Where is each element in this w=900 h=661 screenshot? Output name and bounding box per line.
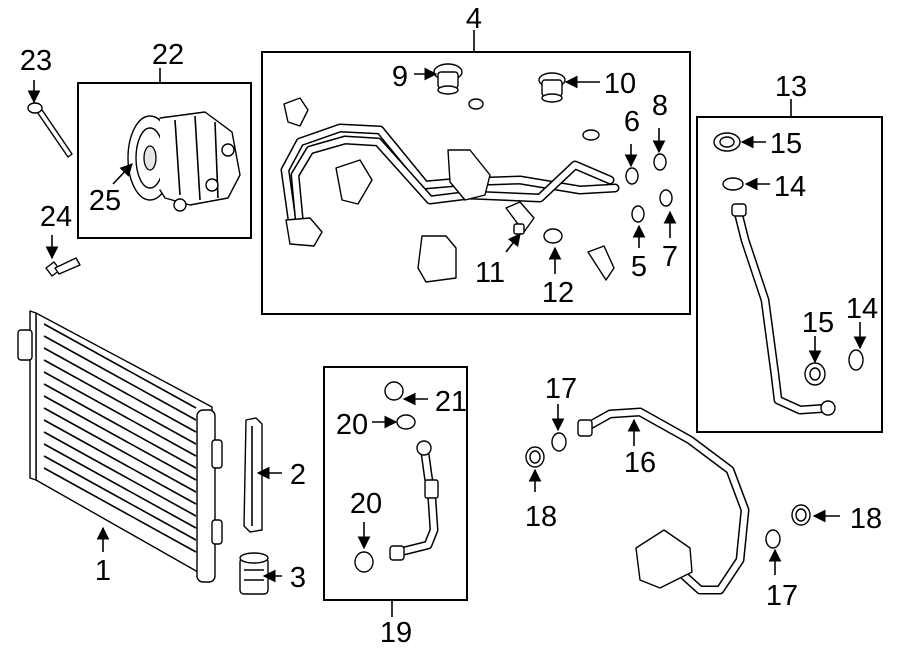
callout-20b: 20 — [350, 488, 382, 520]
box-compressor — [77, 82, 252, 239]
callout-10: 10 — [604, 68, 636, 100]
ac-line-assembly — [280, 97, 620, 283]
callout-15a: 15 — [770, 128, 802, 160]
callout-20a: 20 — [336, 409, 368, 441]
callout-24: 24 — [40, 201, 72, 233]
dryer-cartridge — [239, 552, 269, 595]
callout-15b: 15 — [802, 307, 834, 339]
callout-6: 6 — [624, 106, 640, 138]
pressure-switch-10 — [538, 72, 566, 103]
seal-strip — [243, 417, 263, 533]
box-hose-13 — [696, 116, 883, 433]
callout-7: 7 — [662, 241, 678, 273]
leader-arrows — [27, 67, 867, 583]
callout-18b: 18 — [850, 503, 882, 535]
callout-17b: 17 — [766, 580, 798, 612]
compressor — [127, 111, 241, 212]
bolt-23 — [27, 102, 73, 158]
callout-12: 12 — [542, 277, 574, 309]
hose-19 — [354, 381, 439, 573]
callout-numbers: 1 2 3 4 5 6 7 8 9 10 11 12 13 14 14 15 1… — [20, 3, 882, 649]
callout-9: 9 — [392, 61, 408, 93]
callout-18a: 18 — [525, 501, 557, 533]
callout-5: 5 — [631, 251, 647, 283]
callout-14a: 14 — [774, 171, 806, 203]
callout-13: 13 — [775, 71, 807, 103]
condenser — [17, 310, 223, 583]
callout-25: 25 — [89, 185, 121, 217]
o-rings-box4 — [468, 98, 673, 244]
callout-19: 19 — [380, 617, 412, 649]
callout-11: 11 — [475, 257, 505, 289]
hose-13 — [713, 132, 864, 416]
callout-23: 23 — [20, 45, 52, 77]
pressure-sensor-11 — [505, 201, 535, 235]
bolt-24 — [45, 257, 81, 277]
callout-14b: 14 — [846, 293, 878, 325]
box-hose-19 — [323, 366, 468, 601]
callout-4: 4 — [466, 3, 482, 35]
pressure-switch-9 — [433, 63, 463, 95]
callout-8: 8 — [652, 90, 668, 122]
callout-22: 22 — [152, 39, 184, 71]
callout-21: 21 — [435, 386, 467, 418]
box-lines — [261, 51, 691, 315]
hose-16 — [525, 407, 811, 595]
callout-3: 3 — [290, 562, 306, 594]
callout-16: 16 — [624, 447, 656, 479]
callout-2: 2 — [290, 459, 306, 491]
callout-17a: 17 — [545, 373, 577, 405]
callout-1: 1 — [95, 555, 111, 587]
